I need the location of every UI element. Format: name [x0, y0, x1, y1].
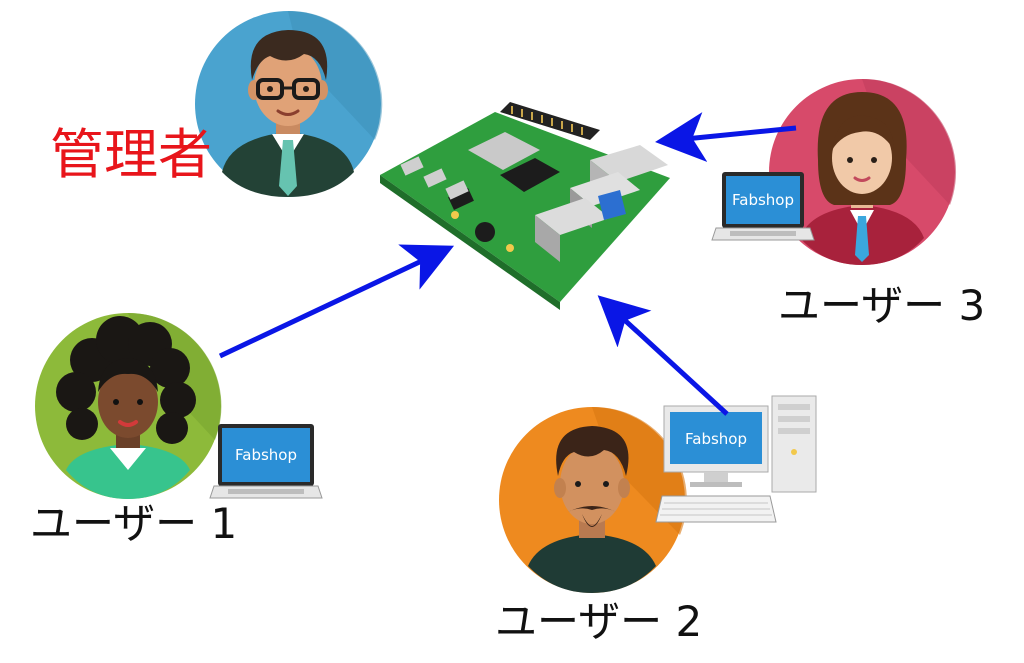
arrow-user3-to-server — [655, 112, 797, 162]
user2-monitor-screen-text: Fabshop — [685, 430, 747, 448]
user2-avatar-icon — [499, 406, 687, 593]
user1-avatar-icon — [35, 312, 222, 499]
raspberry-pi-board-icon — [380, 102, 670, 310]
admin-avatar-icon — [195, 10, 383, 197]
user2-label: ユーザー 2 — [495, 597, 703, 646]
user3-laptop-icon: Fabshop — [711, 172, 815, 241]
user1-label: ユーザー 1 — [30, 499, 238, 548]
arrow-user2-to-server — [597, 295, 729, 416]
user3-label: ユーザー 3 — [778, 281, 986, 330]
user1-laptop-icon: Fabshop — [209, 424, 323, 499]
user1-laptop-screen-text: Fabshop — [235, 446, 297, 464]
user2-desktop-computer-icon: Fabshop — [655, 395, 817, 523]
user3-laptop-screen-text: Fabshop — [732, 191, 794, 209]
user3-avatar-icon — [769, 78, 957, 265]
admin-label: 管理者 — [50, 123, 212, 186]
arrow-user1-to-server — [218, 244, 455, 359]
